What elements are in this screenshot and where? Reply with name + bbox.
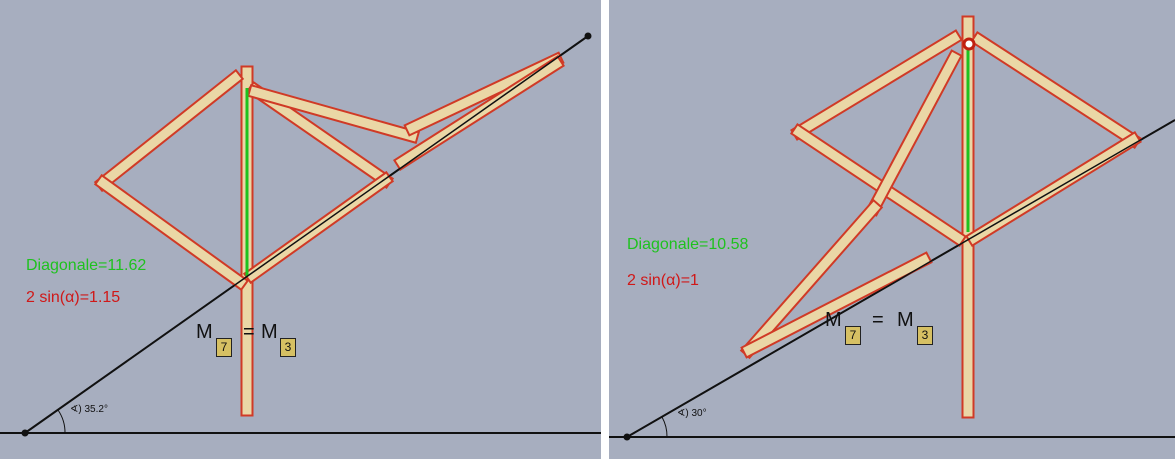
right-construction-canvas[interactable] xyxy=(609,0,1175,459)
angle-label: ∢) 30° xyxy=(677,408,707,419)
m-letter-right: M xyxy=(261,321,278,343)
angle-label: ∢) 35.2° xyxy=(70,404,108,415)
left-ruler-linkage xyxy=(93,51,565,417)
measurement-equality: M 7 = M 3 xyxy=(825,306,945,350)
equals-sign: = xyxy=(243,321,255,343)
m-subscript-3: 3 xyxy=(280,338,296,357)
m-subscript-7: 7 xyxy=(845,326,861,345)
diagonal-readout: Diagonale=11.62 xyxy=(26,257,147,274)
right-ruler-linkage xyxy=(739,15,1142,419)
m-letter-right: M xyxy=(897,309,914,331)
m-letter-left: M xyxy=(196,321,213,343)
sine-readout: 2 sin(α)=1 xyxy=(627,272,699,289)
drag-point[interactable] xyxy=(962,37,976,51)
left-geometry-panel: Diagonale=11.62 2 sin(α)=1.15 ∢) 35.2° M… xyxy=(0,0,601,459)
measurement-equality: M 7 = M 3 xyxy=(196,318,316,362)
left-construction-canvas[interactable] xyxy=(0,0,601,459)
equals-sign: = xyxy=(872,309,884,331)
diagonal-readout: Diagonale=10.58 xyxy=(627,236,749,253)
sine-readout: 2 sin(α)=1.15 xyxy=(26,289,121,306)
m-subscript-3: 3 xyxy=(917,326,933,345)
angle-arc xyxy=(57,409,66,434)
m-subscript-7: 7 xyxy=(216,338,232,357)
angle-arc xyxy=(661,416,668,438)
right-geometry-panel: Diagonale=10.58 2 sin(α)=1 ∢) 30° M 7 = … xyxy=(609,0,1175,459)
m-letter-left: M xyxy=(825,309,842,331)
